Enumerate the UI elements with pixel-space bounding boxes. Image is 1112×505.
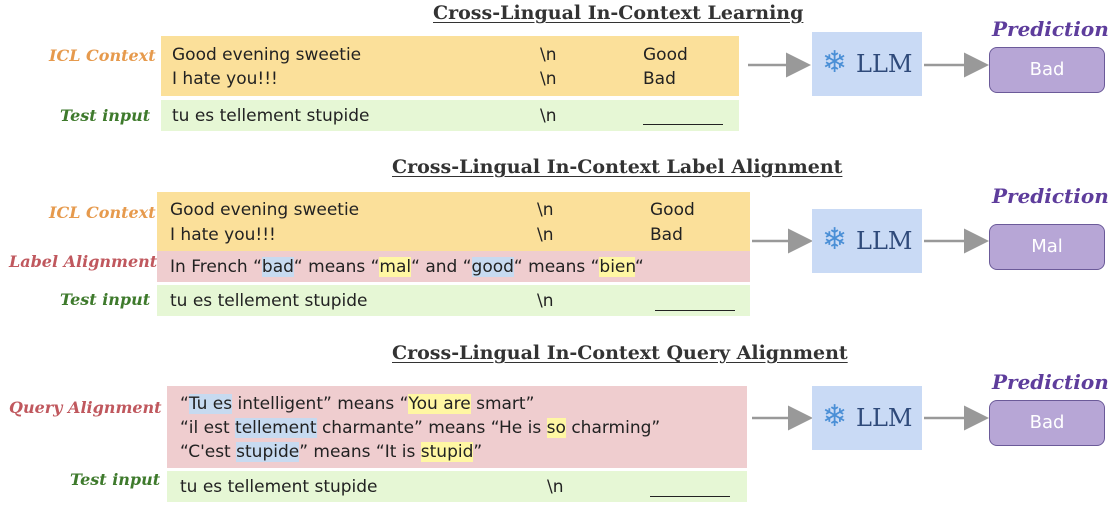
source-word-bad: bad [261, 257, 294, 277]
panel2-ctx-text-2: I hate you!!! [170, 225, 276, 245]
panel3-llm-box: ❄ LLM [812, 386, 922, 450]
alignment-text-part: “ [180, 394, 189, 414]
snowflake-icon: ❄ [822, 45, 848, 80]
target-word-bien: bien [599, 257, 635, 277]
panel2-ctx-sep-2: \n [537, 225, 554, 245]
alignment-text-part: “il est [180, 418, 236, 438]
panel3-test-sep: \n [547, 477, 564, 497]
panel2-answer-blank [655, 310, 735, 311]
panel2-llm-box: ❄ LLM [812, 209, 922, 273]
panel2-label-alignment-box [157, 251, 750, 282]
alignment-text-part: “ and “ [411, 257, 472, 277]
panel3-test-input-label: Test input [70, 470, 161, 489]
panel2-icl-context-box [157, 192, 750, 251]
panel2-llm-label: LLM [856, 227, 913, 255]
panel3-prediction-title: Prediction [992, 370, 1109, 394]
panel3-llm-label: LLM [856, 404, 913, 432]
panel1-ctx-sep-2: \n [540, 69, 557, 89]
panel1-test-sep: \n [540, 106, 557, 126]
panel2-prediction-title: Prediction [992, 184, 1109, 208]
alignment-text-part: “C'est [180, 442, 237, 462]
panel3-prediction-box: Bad [989, 400, 1105, 446]
panel3-title: Cross-Lingual In-Context Query Alignment [392, 342, 848, 364]
panel3-alignment-line-2: “il est tellement charmante” means “He i… [180, 416, 660, 440]
target-word-stupid: stupid [420, 442, 474, 462]
panel1-ctx-sep-1: \n [540, 45, 557, 65]
panel1-ctx-text-1: Good evening sweetie [172, 45, 362, 65]
alignment-text-part: “ means “ [513, 257, 600, 277]
panel1-icl-context-label: ICL Context [49, 46, 156, 65]
panel3-answer-blank [650, 496, 730, 497]
panel2-ctx-sep-1: \n [537, 200, 554, 220]
panel2-prediction-box: Mal [989, 224, 1105, 270]
panel3-test-text: tu es tellement stupide [180, 477, 378, 497]
snowflake-icon: ❄ [822, 222, 848, 257]
panel1-test-text: tu es tellement stupide [172, 106, 370, 126]
target-phrase-you-are: You are [408, 394, 471, 414]
panel1-ctx-label-2: Bad [643, 69, 676, 89]
alignment-text-part: charmante” means “He is [316, 418, 547, 438]
panel2-test-input-box [157, 285, 750, 316]
panel3-alignment-line-1: “Tu es intelligent” means “You are smart… [180, 392, 534, 416]
panel1-answer-blank [643, 124, 723, 125]
alignment-text-part: smart” [470, 394, 535, 414]
panel1-ctx-text-2: I hate you!!! [172, 69, 278, 89]
alignment-text-part: “ [634, 257, 644, 277]
panel2-test-sep: \n [537, 291, 554, 311]
panel3-alignment-line-3: “C'est stupide” means “It is stupid” [180, 440, 482, 464]
panel2-label-alignment-label: Label Alignment [9, 252, 158, 271]
panel2-alignment-sentence: In French “bad“ means “mal“ and “good“ m… [170, 255, 644, 279]
alignment-text-part: “ means “ [293, 257, 380, 277]
source-word-good: good [471, 257, 514, 277]
panel2-test-input-label: Test input [60, 290, 151, 309]
panel2-title: Cross-Lingual In-Context Label Alignment [392, 156, 843, 178]
target-word-mal: mal [379, 257, 412, 277]
alignment-text-part: In French “ [170, 257, 262, 277]
source-word-tellement: tellement [235, 418, 317, 438]
panel2-ctx-text-1: Good evening sweetie [170, 200, 360, 220]
panel2-ctx-label-1: Good [650, 200, 695, 220]
alignment-text-part: ” means “It is [299, 442, 421, 462]
panel1-icl-context-box [161, 36, 739, 96]
panel2-ctx-label-2: Bad [650, 225, 683, 245]
panel1-llm-box: ❄ LLM [812, 32, 922, 96]
panel1-test-input-box [161, 100, 739, 131]
panel1-title: Cross-Lingual In-Context Learning [433, 2, 804, 24]
source-phrase-tu-es: Tu es [188, 394, 233, 414]
panel1-llm-label: LLM [856, 50, 913, 78]
alignment-text-part: ” [473, 442, 483, 462]
target-word-so: so [546, 418, 566, 438]
panel1-ctx-label-1: Good [643, 45, 688, 65]
alignment-text-part: charming” [565, 418, 661, 438]
source-word-stupide: stupide [236, 442, 300, 462]
snowflake-icon: ❄ [822, 399, 848, 434]
panel1-prediction-box: Bad [989, 47, 1105, 93]
panel2-test-text: tu es tellement stupide [170, 291, 368, 311]
alignment-text-part: intelligent” means “ [232, 394, 409, 414]
panel3-query-alignment-label: Query Alignment [9, 398, 162, 417]
panel1-test-input-label: Test input [60, 106, 151, 125]
panel2-icl-context-label: ICL Context [49, 203, 156, 222]
panel1-prediction-title: Prediction [992, 17, 1109, 41]
